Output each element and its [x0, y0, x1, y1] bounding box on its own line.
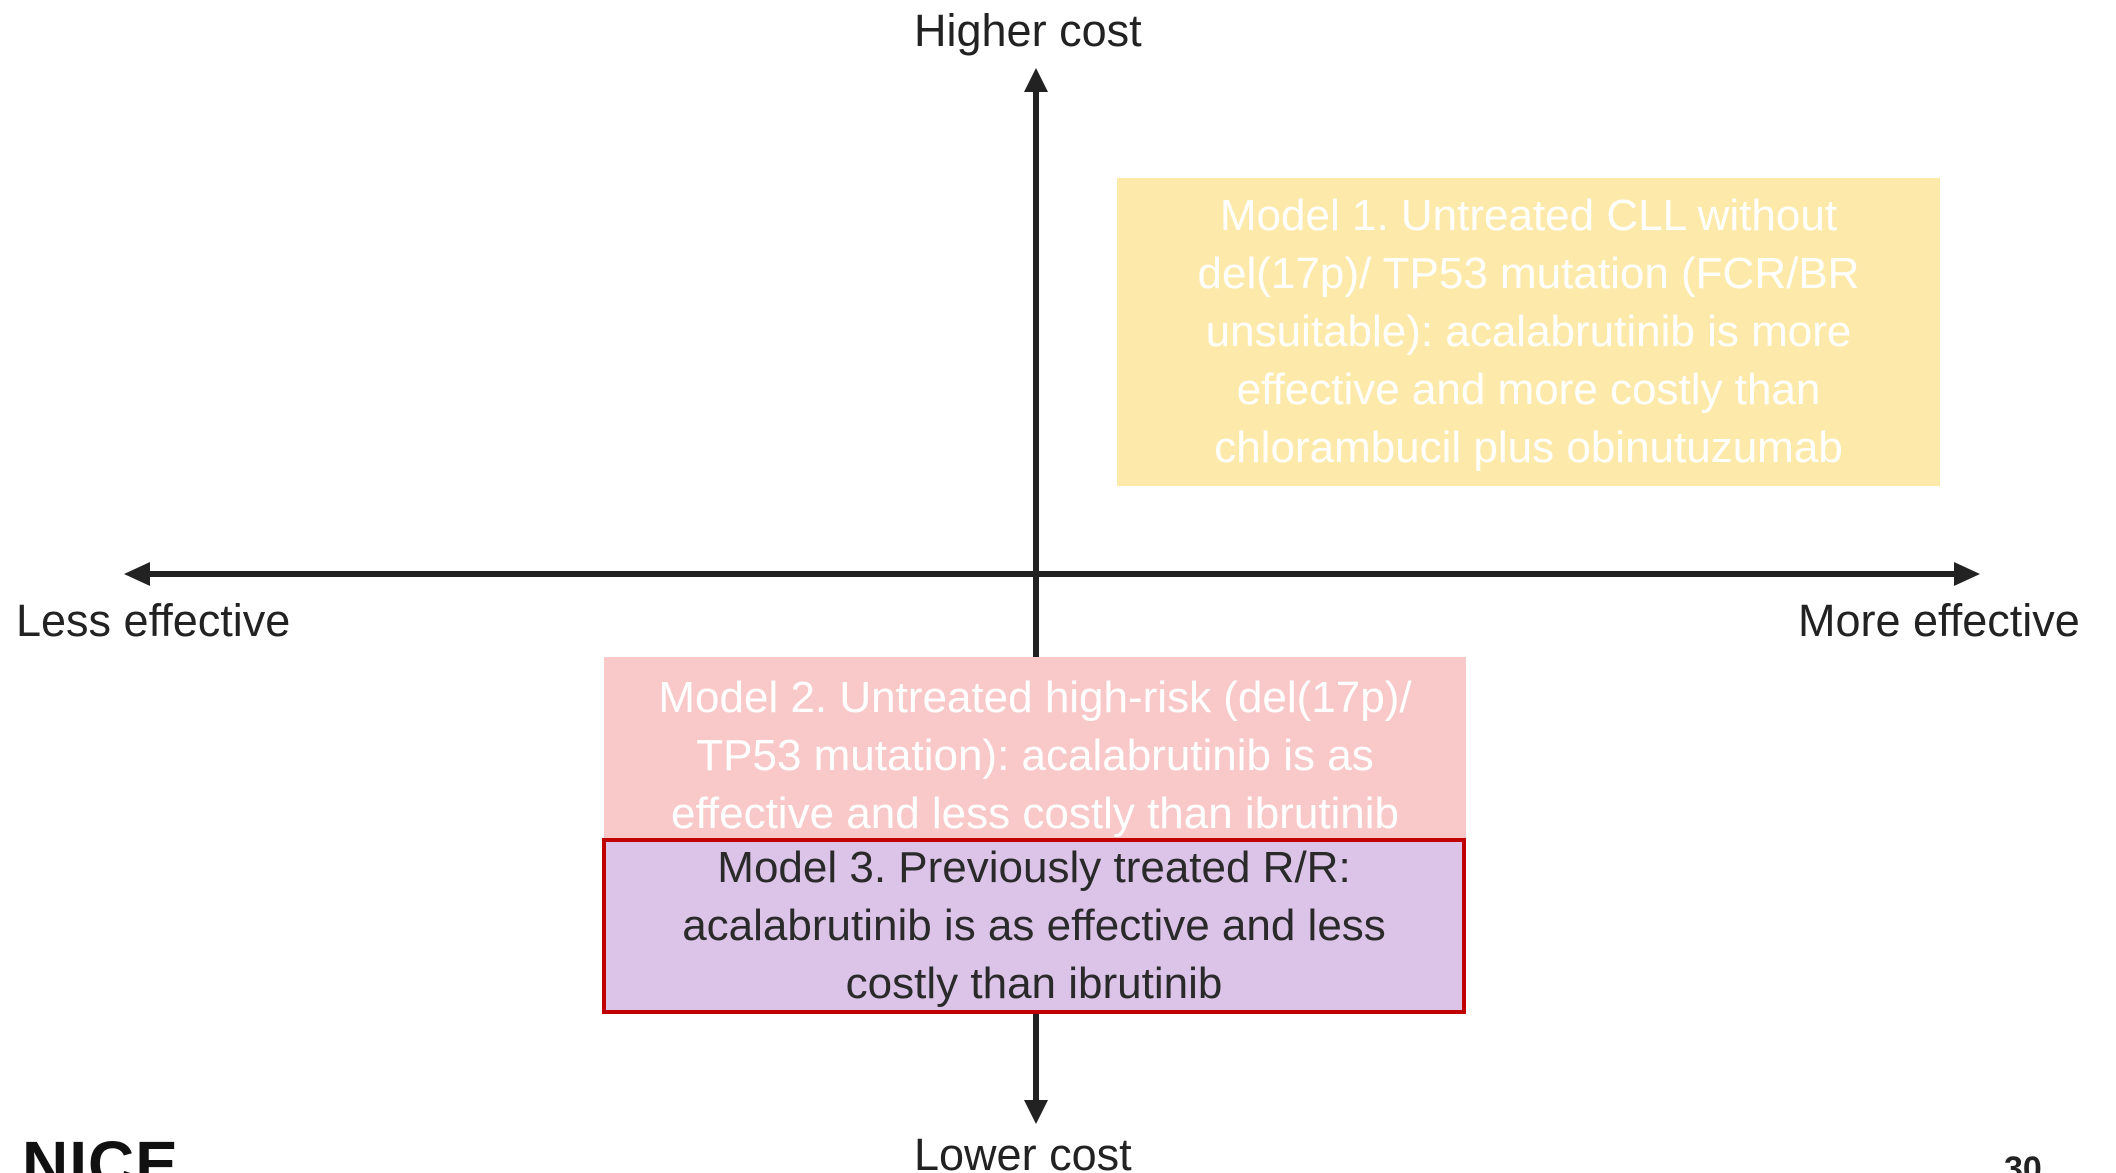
y-axis-bottom-arrow [1024, 1100, 1048, 1124]
x-axis-left-arrow [124, 562, 150, 586]
model-2-text: Model 2. Untreated high-risk (del(17p)/ … [658, 673, 1412, 838]
page-number: 30 [2004, 1150, 2042, 1173]
model-1-box: Model 1. Untreated CLL without del(17p)/… [1117, 178, 1940, 486]
model-3-text: Model 3. Previously treated R/R: acalabr… [682, 843, 1386, 1008]
model-1-text: Model 1. Untreated CLL without del(17p)/… [1197, 191, 1860, 472]
y-axis-top-label: Higher cost [914, 5, 1142, 56]
x-axis-right-label: More effective [1798, 595, 2080, 646]
nice-logo: NICE [22, 1128, 179, 1173]
model-2-box: Model 2. Untreated high-risk (del(17p)/ … [604, 657, 1466, 839]
model-3-box: Model 3. Previously treated R/R: acalabr… [602, 838, 1466, 1014]
x-axis-left-label: Less effective [16, 595, 291, 646]
y-axis-top-arrow [1024, 68, 1048, 92]
x-axis-right-arrow [1954, 562, 1980, 586]
y-axis-bottom-label: Lower cost [914, 1129, 1132, 1173]
